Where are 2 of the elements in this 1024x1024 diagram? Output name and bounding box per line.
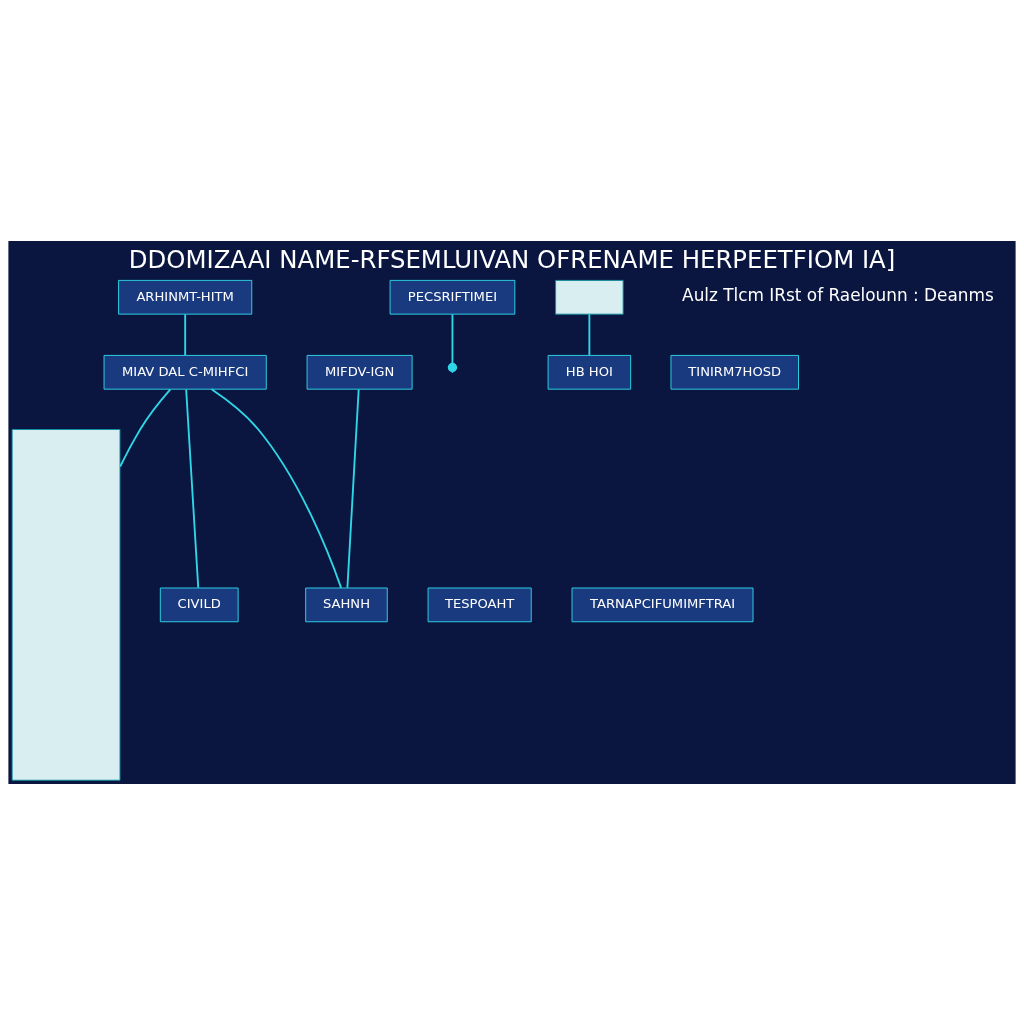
label: Aulz Tlcm IRst of Raelounn : Deanms: [682, 284, 994, 305]
diagram-title: DDOMIZAAI NAME-RFSEMLUIVAN OFRENAME HERPEETFIOM IA]: [128, 244, 896, 274]
